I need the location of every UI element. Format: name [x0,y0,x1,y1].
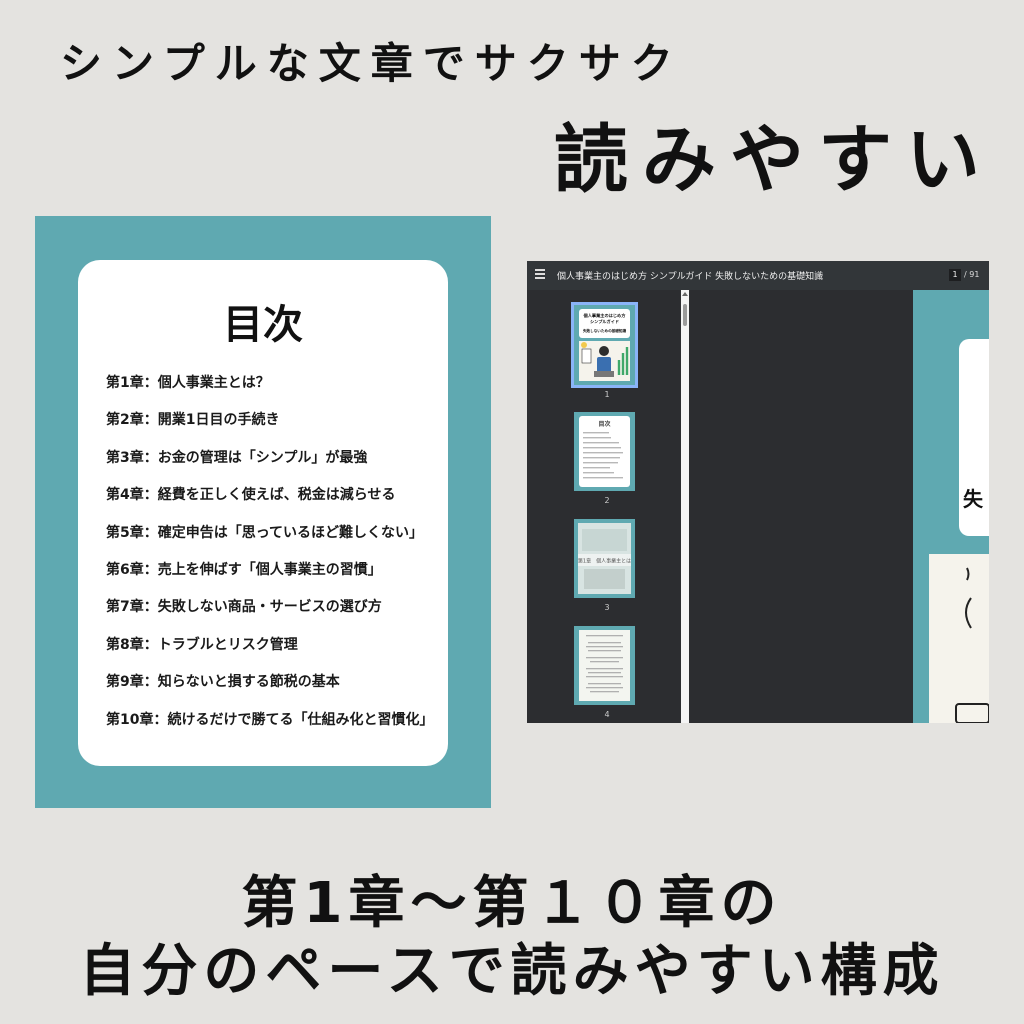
thumb1-subtitle: 失敗しないための基礎知識 [582,328,627,333]
page-preview: 失 [913,290,989,723]
pdf-viewer: 個人事業主のはじめ方 シンプルガイド 失敗しないための基礎知識 1 / 91 個… [527,261,989,723]
thumb2-title: 目次 [598,420,610,428]
chapter1-thumbnail-image: 第1章 個人事業主とは [574,519,635,598]
toc-item: 第9章：知らないと損する節税の基本 [106,674,340,691]
toc-item: 第8章：トラブルとリスク管理 [106,636,298,653]
bottom-caption-line1: 第1章～第１０章の [241,871,783,936]
menu-icon[interactable] [535,269,545,279]
headline-big: 読みやすい [554,117,994,203]
viewer-toolbar: 個人事業主のはじめ方 シンプルガイド 失敗しないための基礎知識 1 / 91 [527,261,989,290]
toc-item: 第6章：売上を伸ばす「個人事業主の習慣」 [106,561,382,578]
thumbnail-page-1[interactable]: 個人事業主のはじめ方 シンプルガイド 失敗しないための基礎知識 [571,302,638,388]
toc-title: 目次 [223,302,303,348]
toc-item: 第5章：確定申告は「思っているほど難しくない」 [106,524,424,541]
scroll-up-arrow-icon[interactable] [682,292,688,296]
scrollbar-thumb[interactable] [683,304,687,326]
toc-item: 第10章：続けるだけで勝てる「仕組み化と習慣化」 [106,711,434,728]
thumbnail-number: 1 [604,390,610,399]
page-number-input[interactable]: 1 [949,269,961,281]
toc-list: 第1章：個人事業主とは？ 第2章：開業1日目の手続き 第3章：お金の管理は「シン… [106,372,438,746]
toc-item: 第4章：経費を正しく使えば、税金は減らせる [106,487,396,504]
thumb3-title: 第1章 個人事業主とは [578,558,631,565]
thumbnail-number: 3 [604,603,610,612]
page-preview-card [959,339,989,536]
thumbnail-number: 2 [604,496,610,505]
page-preview-illustration [929,554,989,723]
page-total: / 91 [964,270,980,279]
toc-item: 第3章：お金の管理は「シンプル」が最強 [106,449,368,466]
thumb1-title2: シンプルガイド [590,318,619,325]
thumb1-title1: 個人事業主のはじめ方 [583,312,626,319]
toc-thumbnail-image: 目次 [574,412,635,491]
illustration-fragment [955,567,989,723]
thumbnail-page-2[interactable]: 目次 [571,409,638,494]
toc-item: 第2章：開業1日目の手続き [106,412,280,429]
thumbnail-page-4[interactable] [571,623,638,708]
bottom-caption-line2: 自分のペースで読みやすい構成 [79,939,945,1004]
sidebar-scrollbar[interactable] [681,290,689,723]
document-title: 個人事業主のはじめ方 シンプルガイド 失敗しないための基礎知識 [557,272,824,282]
headline-top: シンプルな文章でサクサク [60,39,683,88]
thumbnail-page-3[interactable]: 第1章 個人事業主とは [571,516,638,601]
page-preview-text: 失 [963,487,983,511]
cover-thumbnail-image: 個人事業主のはじめ方 シンプルガイド 失敗しないための基礎知識 [574,305,635,385]
toc-item: 第1章：個人事業主とは？ [106,375,270,391]
toc-item: 第7章：失敗しない商品・サービスの選び方 [106,599,382,616]
toc-panel: 目次 第1章：個人事業主とは？ 第2章：開業1日目の手続き 第3章：お金の管理は… [35,216,491,808]
thumbnail-number: 4 [604,710,610,719]
text-page-thumbnail-image [574,626,635,705]
thumbnail-sidebar: 個人事業主のはじめ方 シンプルガイド 失敗しないための基礎知識 1 目次 [527,290,687,723]
toc-card: 目次 第1章：個人事業主とは？ 第2章：開業1日目の手続き 第3章：お金の管理は… [78,260,448,766]
